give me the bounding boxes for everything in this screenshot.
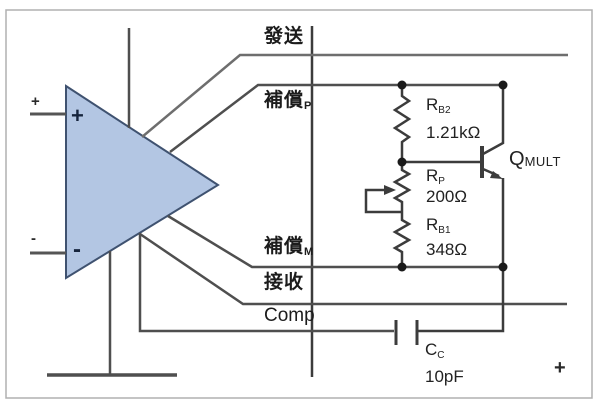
label-rp: RP xyxy=(426,167,445,187)
rb1-name: R xyxy=(426,215,439,234)
junction-dots xyxy=(397,80,508,272)
port-label-comp-p-sub: P xyxy=(304,100,312,112)
cc-name: C xyxy=(425,340,438,359)
value-cc: 10pF xyxy=(425,367,464,386)
rb2-name: R xyxy=(426,95,439,114)
rp-wiper-arrow-icon xyxy=(384,185,396,195)
outer-minus-sign: - xyxy=(31,230,36,247)
port-label-comp-m: 補償M xyxy=(264,237,313,258)
inner-plus-sign: + xyxy=(71,103,84,128)
comp-wire xyxy=(138,233,394,333)
port-label-comp-p-text: 補償 xyxy=(264,90,305,111)
port-label-comp: Comp xyxy=(264,305,315,326)
port-label-transmit: 發送 xyxy=(264,26,305,47)
port-label-receive: 接收 xyxy=(264,272,305,293)
rp-sub: P xyxy=(438,176,445,187)
label-rb1: RB1 xyxy=(426,216,451,236)
port-label-comp-m-sub: M xyxy=(304,246,314,258)
port-label-comp-p: 補償P xyxy=(264,91,311,112)
transistor-qmult-icon xyxy=(402,85,505,267)
junction-dot xyxy=(397,157,407,167)
emitter-arrow-icon xyxy=(490,171,503,179)
capacitor-cc-icon xyxy=(394,267,505,345)
comp-m-wire xyxy=(167,214,503,269)
collector-wire xyxy=(482,85,505,156)
port-wires xyxy=(138,53,568,333)
port-label-comp-m-text: 補償 xyxy=(264,236,305,257)
rb2-sub: B2 xyxy=(438,105,451,116)
value-rp: 200Ω xyxy=(426,187,468,206)
resistor-rp-icon xyxy=(392,162,412,212)
receive-wire xyxy=(139,232,567,306)
resistor-chain xyxy=(364,85,412,267)
label-rb2: RB2 xyxy=(426,96,451,116)
transmit-wire xyxy=(141,53,568,138)
junction-dot xyxy=(397,80,407,90)
cap-to-emitter-wire xyxy=(418,267,505,333)
resistor-rb1-icon xyxy=(392,212,412,267)
comp-p-wire xyxy=(169,83,503,153)
junction-dot xyxy=(498,262,508,272)
junction-dot xyxy=(397,262,407,272)
qmult-sub: MULT xyxy=(524,154,561,169)
opamp-triangle-icon xyxy=(65,84,220,280)
opamp-input-leads xyxy=(30,112,66,255)
junction-dot xyxy=(498,80,508,90)
bottom-right-plus-sign: + xyxy=(554,357,566,379)
rp-name: R xyxy=(426,166,439,185)
rp-wiper-wire xyxy=(364,188,402,214)
rb1-sub: B1 xyxy=(438,225,451,236)
label-cc: CC xyxy=(425,341,445,361)
cc-sub: C xyxy=(437,350,445,361)
value-rb1: 348Ω xyxy=(426,240,468,259)
qmult-name: Q xyxy=(509,148,525,170)
resistor-rb2-icon xyxy=(392,85,412,162)
outer-plus-sign: + xyxy=(31,93,40,110)
value-rb2: 1.21kΩ xyxy=(426,123,481,142)
label-qmult: QMULT xyxy=(509,149,561,169)
supply-stubs xyxy=(108,28,131,375)
frame-border xyxy=(5,9,593,399)
inner-minus-sign: - xyxy=(73,236,81,263)
